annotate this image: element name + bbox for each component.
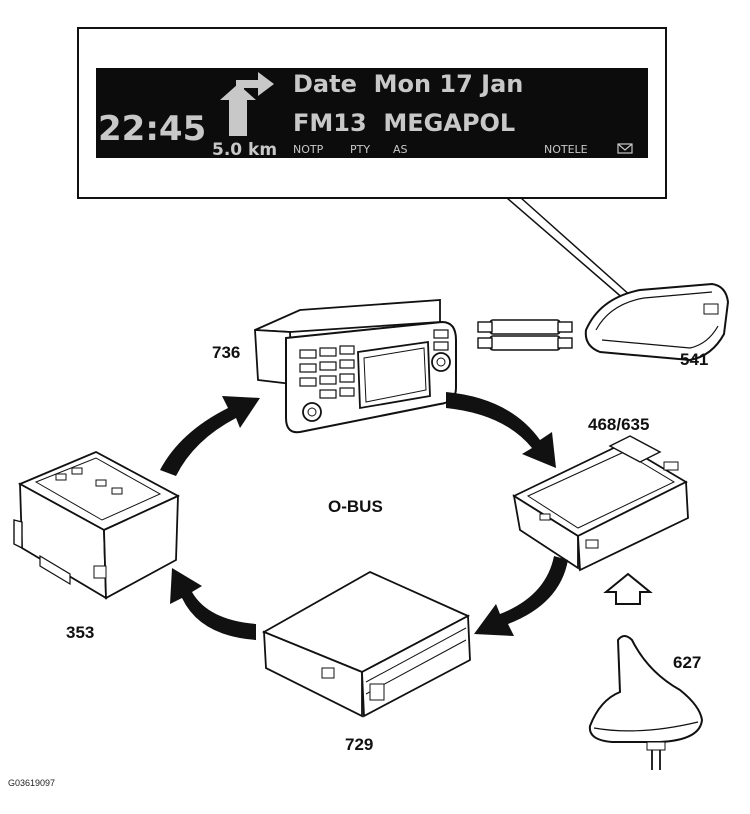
display-status-pty: PTY <box>350 143 370 156</box>
display-line1: Date Mon 17 Jan <box>293 70 523 98</box>
amplifier-353 <box>13 451 181 600</box>
turn-right-arrow-icon <box>220 72 274 136</box>
display-time: 22:45 <box>98 109 206 149</box>
arrow-amp-to-headunit <box>160 396 260 476</box>
label-541: 541 <box>680 350 708 369</box>
arrow-headunit-to-tuner <box>446 392 556 468</box>
head-unit-736 <box>254 299 457 434</box>
tuner-module-468-635 <box>512 435 689 572</box>
label-736: 736 <box>212 343 240 362</box>
display-callout: 22:45 5.0 km Date Mon 17 Jan FM13 MEGAPO… <box>77 27 667 199</box>
signal-arrow-icon <box>603 572 653 605</box>
figure-code: G03619097 <box>8 778 55 788</box>
display-status-as: AS <box>393 143 408 156</box>
display-line2: FM13 MEGAPOL <box>293 109 515 137</box>
display-status-notele: NOTELE <box>544 143 588 156</box>
connector-cable <box>477 319 573 351</box>
label-468-635: 468/635 <box>588 415 649 434</box>
envelope-icon <box>617 143 633 154</box>
arrow-tuner-to-cdchanger <box>474 556 568 636</box>
display-status-notp: NOTP <box>293 143 324 156</box>
display-distance: 5.0 km <box>212 140 277 160</box>
display-module-541 <box>584 282 730 362</box>
arrow-cdchanger-to-amp <box>170 568 256 640</box>
cd-changer-729 <box>261 570 471 718</box>
label-729: 729 <box>345 735 373 754</box>
bus-arrows <box>160 392 568 640</box>
label-353: 353 <box>66 623 94 642</box>
label-627: 627 <box>673 653 701 672</box>
label-obus: O-BUS <box>328 497 383 516</box>
callout-pointer <box>506 197 633 301</box>
shark-fin-antenna-627 <box>588 635 704 770</box>
